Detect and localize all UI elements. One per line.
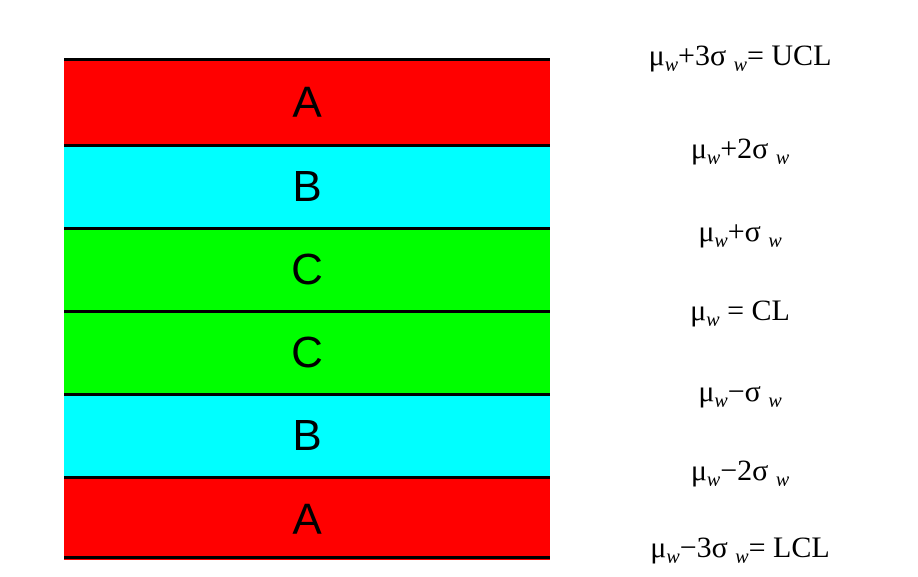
zone-b-lower: B: [64, 393, 550, 476]
zone-c-lower: C: [64, 310, 550, 393]
limit-ucl: μw+3σ w= UCL: [648, 39, 832, 76]
limit-lcl: μw−3σ w= LCL: [650, 531, 830, 568]
zone-label: B: [292, 162, 322, 211]
zone-label: A: [292, 77, 322, 127]
limit-minus-2-sigma: μw−2σ w: [690, 454, 790, 491]
zone-bottom-boundary: [64, 556, 550, 559]
zone-label: C: [291, 245, 323, 294]
limit-plus-2-sigma: μw+2σ w: [690, 132, 790, 169]
zone-a-lower: A: [64, 476, 550, 560]
zone-label: B: [292, 411, 322, 460]
zone-label: C: [291, 328, 323, 377]
limit-minus-1-sigma: μw−σ w: [698, 375, 782, 412]
zone-b-upper: B: [64, 144, 550, 227]
zone-label: A: [292, 494, 322, 544]
control-chart-zones: A B C C B A: [64, 58, 550, 560]
limit-plus-1-sigma: μw+σ w: [698, 215, 782, 252]
zone-c-upper: C: [64, 227, 550, 310]
zone-a-upper: A: [64, 58, 550, 144]
limit-center-line: μw = CL: [690, 294, 790, 331]
